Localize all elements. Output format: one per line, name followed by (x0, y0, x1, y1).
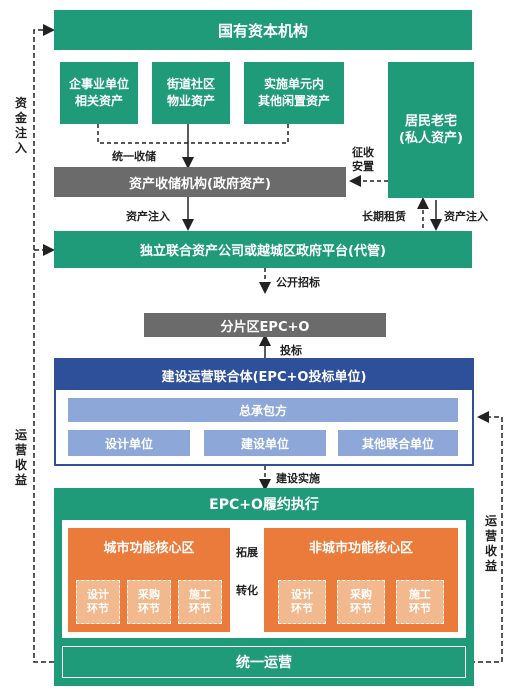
loop-capital-injection (33, 24, 62, 663)
merge-line-left (97, 124, 188, 144)
step-label: 施工 环节 (189, 588, 211, 615)
asset-label: 街道社区 物业资产 (166, 77, 215, 108)
label-asset-inject-2: 资产注入 (444, 210, 488, 223)
platform-title: 独立联合资产公司或越城区政府平台(代管) (140, 244, 386, 259)
step-label: 采购 环节 (350, 588, 372, 615)
storage-title: 资产收储机构(政府资产) (129, 176, 271, 192)
asset-box-community: 街道社区 物业资产 (152, 62, 230, 124)
independent-asset-platform: 独立联合资产公司或越城区政府平台(代管) (54, 231, 472, 268)
zone-epco: 分片区EPC+O (144, 313, 386, 337)
other-unit-label: 其他联合单位 (361, 436, 434, 451)
label-capital-injection: 资金注入 (14, 96, 27, 155)
core-step-purchase: 采购 环节 (127, 580, 171, 624)
construction-consortium: 建设运营联合体(EPC+O投标单位) 总承包方 设计单位 建设单位 其他联合单位 (54, 358, 474, 466)
step-label: 施工 环节 (409, 588, 431, 615)
epco-execution: EPC+O履约执行 城市功能核心区 设计 环节 采购 环节 施工 环节 非城市功… (54, 488, 474, 686)
consortium-title: 建设运营联合体(EPC+O投标单位) (161, 369, 367, 385)
resident-label: 居民老宅 (私人资产) (399, 114, 463, 146)
design-unit-label: 设计单位 (104, 436, 153, 451)
label-construction: 建设实施 (276, 472, 320, 485)
general-contractor: 总承包方 (68, 398, 458, 422)
asset-label: 实施单元内 其他闲置资产 (257, 77, 330, 108)
asset-box-idle: 实施单元内 其他闲置资产 (244, 62, 344, 124)
state-capital-title: 国有资本机构 (217, 21, 308, 40)
merge-line-right (188, 124, 289, 144)
core-zone-title-text: 城市功能核心区 (103, 540, 195, 556)
label-public-tender: 公开招标 (276, 276, 320, 289)
design-unit: 设计单位 (68, 430, 190, 456)
build-unit-label: 建设单位 (240, 436, 289, 451)
asset-storage-institution: 资产收储机构(政府资产) (54, 167, 346, 197)
label-expropriation: 征收 安置 (352, 146, 374, 173)
step-label: 采购 环节 (138, 588, 160, 615)
label-long-lease: 长期租赁 (362, 210, 406, 223)
other-unit: 其他联合单位 (338, 430, 458, 456)
asset-label: 企事业单位 相关资产 (68, 77, 129, 108)
core-step-design: 设计 环节 (76, 580, 120, 624)
loop-ops-revenue-right (470, 411, 503, 663)
unified-operation-text: 统一运营 (236, 655, 292, 671)
noncore-step-purchase: 采购 环节 (337, 580, 385, 624)
label-ops-revenue-right: 运营收益 (484, 514, 497, 573)
build-unit: 建设单位 (204, 430, 326, 456)
execution-title: EPC+O履约执行 (54, 492, 474, 516)
core-step-build: 施工 环节 (178, 580, 222, 624)
noncore-step-design: 设计 环节 (278, 580, 326, 624)
label-bid: 投标 (280, 344, 302, 357)
resident-old-house: 居民老宅 (私人资产) (388, 62, 474, 198)
state-capital-institution: 国有资本机构 (54, 10, 472, 50)
label-transform: 转化 (236, 584, 258, 597)
label-ops-revenue-left: 运营收益 (14, 428, 27, 487)
step-label: 设计 环节 (87, 588, 109, 615)
noncore-zone: 非城市功能核心区 设计 环节 采购 环节 施工 环节 (264, 528, 458, 632)
core-zone: 城市功能核心区 设计 环节 采购 环节 施工 环节 (68, 528, 230, 632)
label-asset-inject: 资产注入 (126, 210, 170, 223)
unified-operation: 统一运营 (62, 646, 466, 678)
label-unified-storage: 统一收储 (112, 150, 156, 163)
consortium-header: 建设运营联合体(EPC+O投标单位) (56, 360, 472, 390)
core-zone-title: 城市功能核心区 (68, 534, 230, 558)
noncore-zone-title: 非城市功能核心区 (264, 534, 458, 558)
zone-title: 分片区EPC+O (220, 319, 310, 335)
label-expand: 拓展 (236, 546, 258, 559)
noncore-zone-title-text: 非城市功能核心区 (308, 540, 413, 556)
step-label: 设计 环节 (291, 588, 313, 615)
noncore-step-build: 施工 环节 (396, 580, 444, 624)
general-contractor-label: 总承包方 (238, 403, 287, 418)
execution-title-text: EPC+O履约执行 (209, 497, 319, 513)
asset-box-enterprise: 企事业单位 相关资产 (60, 62, 138, 124)
